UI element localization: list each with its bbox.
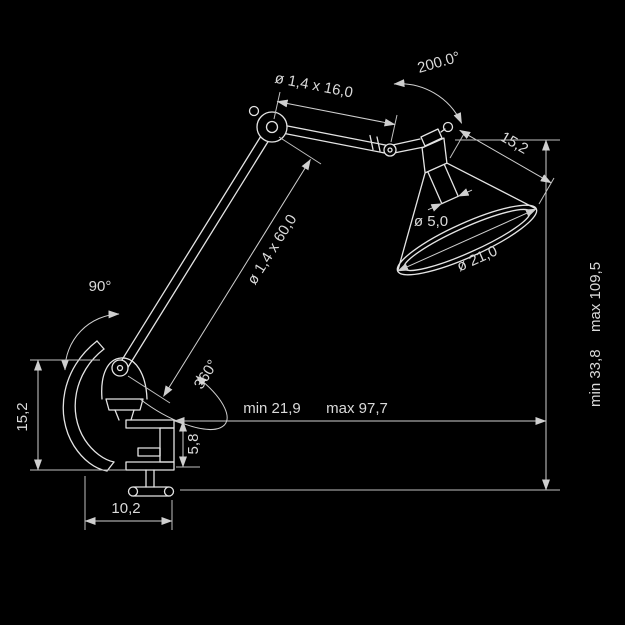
shade-neck-label: ø 5,0 bbox=[414, 213, 448, 230]
dim-horizontal-reach: min 21,9 max 97,7 bbox=[173, 400, 547, 425]
clamp-base bbox=[101, 357, 175, 497]
rotation-arc bbox=[139, 375, 228, 430]
dim-shade-neck: ø 5,0 bbox=[414, 188, 473, 230]
height-max-label: max 109,5 bbox=[587, 262, 604, 332]
arrow-line bbox=[457, 188, 473, 197]
shade-side-label: 15,2 bbox=[497, 128, 531, 157]
dim-elbow-angle: 90° bbox=[61, 278, 120, 371]
lower-arm bbox=[116, 126, 275, 374]
shade-neck bbox=[421, 137, 448, 174]
dimension-line bbox=[459, 129, 552, 184]
elbow-joint bbox=[248, 105, 288, 143]
dim-upper-arm: ø 1,4 x 16,0 bbox=[273, 70, 398, 143]
head-hinge bbox=[383, 121, 454, 157]
elbow-angle-label: 90° bbox=[89, 278, 112, 295]
clamp-pad bbox=[137, 447, 161, 457]
shade-diameter-label: ø 21,0 bbox=[454, 242, 500, 275]
clamp-jaw-label: 5,8 bbox=[185, 434, 202, 455]
clamp-bottom-jaw bbox=[125, 461, 175, 471]
dimension-line bbox=[397, 208, 537, 272]
extension-line bbox=[390, 114, 398, 143]
dim-lower-arm: ø 1,4 x 60,0 bbox=[127, 136, 322, 404]
lower-arm-dimension-label: ø 1,4 x 60,0 bbox=[244, 212, 300, 288]
reach-min-label: min 21,9 bbox=[243, 400, 301, 417]
upper-arm bbox=[270, 122, 392, 155]
clamp-top-jaw bbox=[125, 419, 175, 429]
dim-base-rotation: 360° bbox=[139, 357, 228, 430]
dim-clamp-height: 15,2 bbox=[14, 359, 126, 471]
extension-line bbox=[127, 375, 171, 404]
clamp-height-label: 15,2 bbox=[14, 402, 31, 431]
dim-shade-rotation: 200.0° bbox=[393, 49, 463, 124]
dim-clamp-depth: 10,2 bbox=[84, 476, 173, 530]
angle-arc bbox=[393, 79, 463, 124]
lamp-figure bbox=[62, 105, 538, 497]
shade-knob bbox=[442, 121, 454, 133]
upper-arm-dimension-label: ø 1,4 x 16,0 bbox=[273, 70, 354, 102]
clamp-screw-handle bbox=[132, 486, 170, 497]
socket-tube bbox=[427, 163, 459, 205]
dim-overall-height: min 33,8 max 109,5 bbox=[180, 139, 604, 491]
reach-max-label: max 97,7 bbox=[326, 400, 388, 417]
shade-rotation-label: 200.0° bbox=[415, 49, 462, 77]
elbow-knob bbox=[248, 105, 260, 117]
height-min-label: min 33,8 bbox=[587, 349, 604, 407]
dimension-line bbox=[163, 158, 311, 397]
base-dome bbox=[101, 357, 148, 400]
base-rotation-label: 360° bbox=[191, 357, 222, 392]
dim-clamp-jaw: 5,8 bbox=[176, 420, 202, 468]
arrow-line bbox=[427, 203, 443, 212]
extension-line bbox=[449, 131, 466, 159]
extension-line bbox=[278, 136, 322, 165]
dimension-line bbox=[276, 99, 396, 127]
clamp-depth-label: 10,2 bbox=[111, 500, 140, 517]
